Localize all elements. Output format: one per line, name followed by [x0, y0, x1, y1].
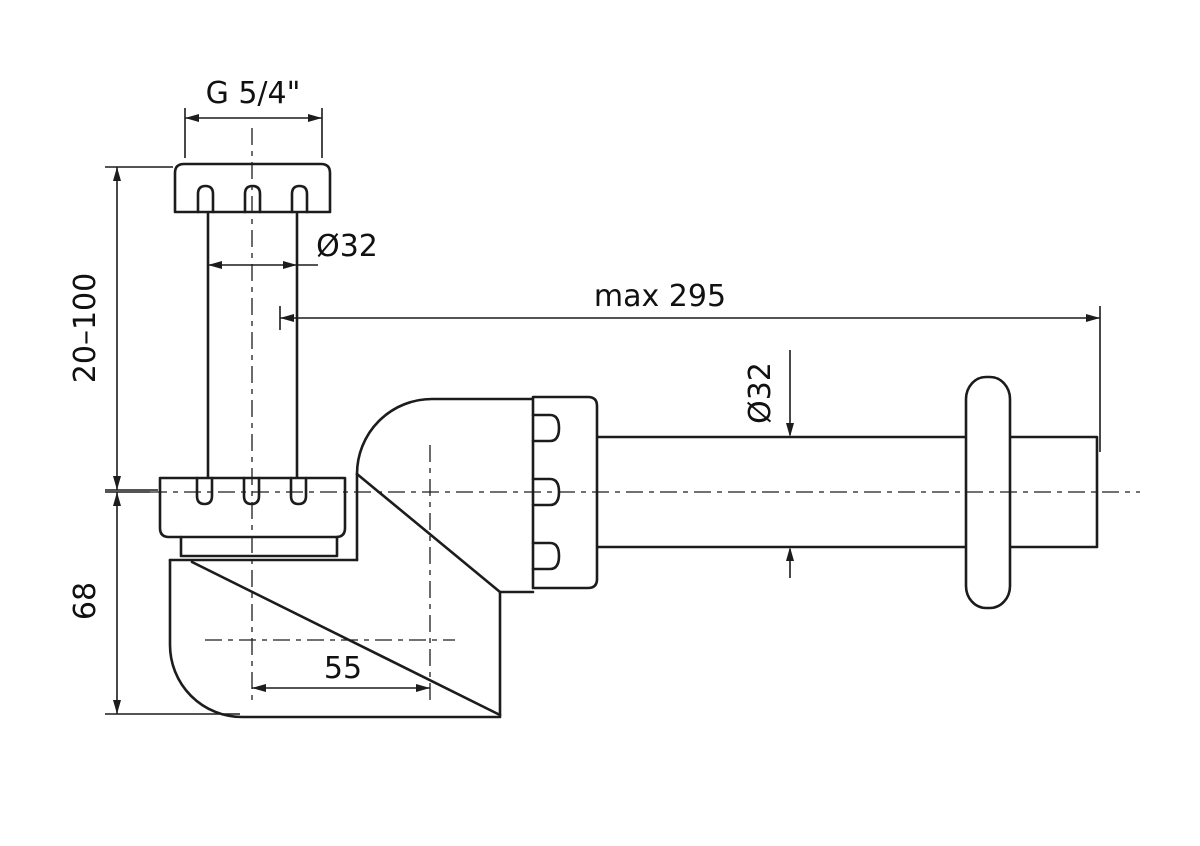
- trap-body: [168, 397, 535, 719]
- axis-offset-label: 55: [324, 651, 362, 686]
- dimension-axis-offset: 55: [252, 651, 430, 692]
- outlet-length-label: max 295: [594, 279, 726, 314]
- dimension-outlet-diameter: Ø32: [743, 350, 794, 578]
- thread-size-label: G 5/4": [206, 76, 301, 111]
- inlet-diameter-label: Ø32: [316, 229, 378, 264]
- centerlines: [150, 128, 1140, 705]
- trap-depth-label: 68: [68, 582, 103, 620]
- dimension-thread: G 5/4": [184, 76, 323, 158]
- dimension-trap-depth: 68: [68, 491, 240, 715]
- outlet-tube: [595, 435, 1099, 549]
- inlet-tube: [206, 204, 299, 484]
- inlet-height-label: 20–100: [68, 273, 103, 383]
- outlet-diameter-label: Ø32: [743, 362, 778, 424]
- dimension-outlet-length: max 295: [279, 279, 1101, 452]
- dimension-inlet-height: 20–100: [68, 166, 173, 491]
- dimension-inlet-diameter: Ø32: [208, 229, 378, 269]
